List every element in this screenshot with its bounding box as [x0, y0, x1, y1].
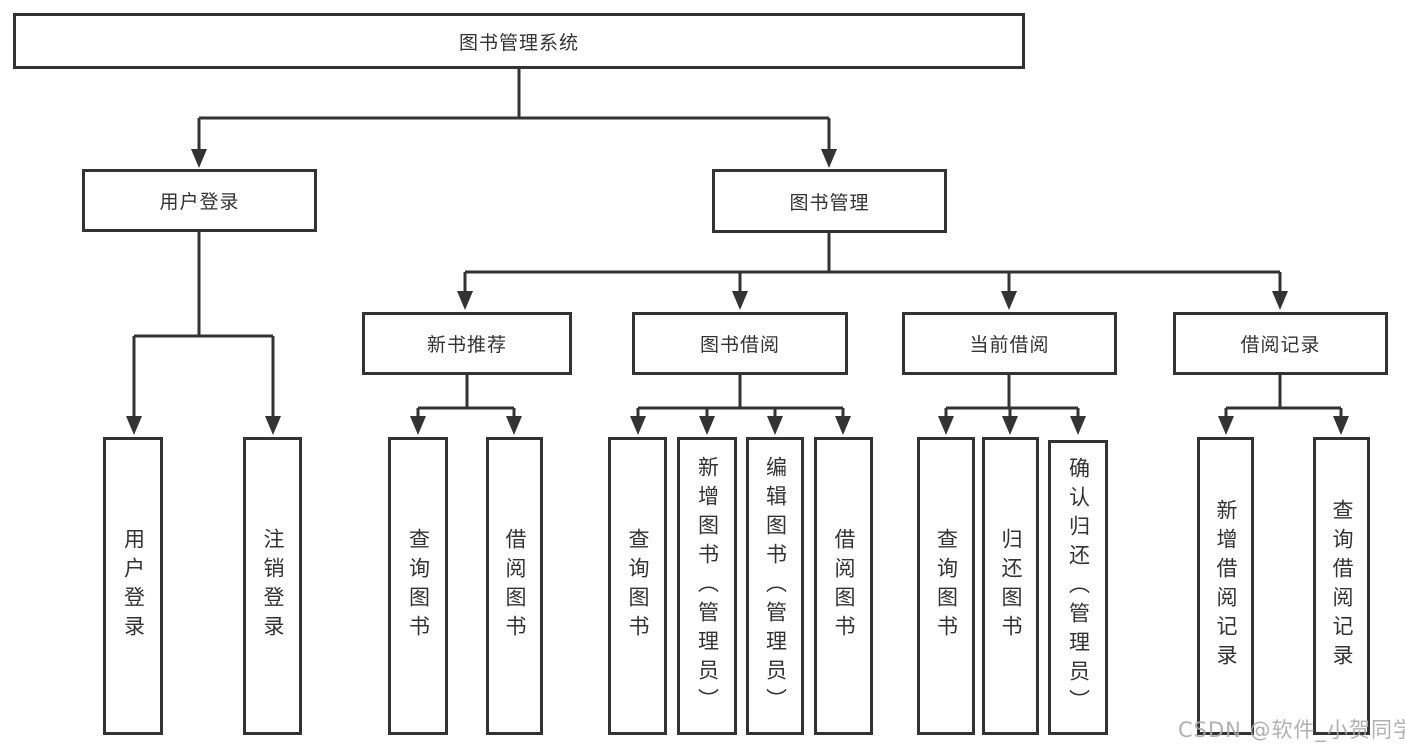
node-borrow-records-label: 借阅记录	[1240, 334, 1321, 356]
node-user-login-label: 用户登录	[159, 191, 240, 213]
node-new-book-recommend-label: 新书推荐	[426, 334, 507, 356]
arrow-down-icon	[1218, 416, 1234, 435]
leaf-nb-query-books-label: 查询图书	[406, 528, 431, 644]
node-book-borrow: 图书借阅	[632, 312, 848, 375]
leaf-cb-return-books-label: 归还图书	[999, 528, 1023, 644]
leaf-cb-query-books-label: 查询图书	[934, 528, 959, 644]
leaf-nb-borrow-books-label: 借阅图书	[503, 528, 527, 644]
leaf-nb-borrow-books: 借阅图书	[486, 437, 543, 735]
node-book-borrow-label: 图书借阅	[699, 334, 780, 356]
leaf-cb-return-books: 归还图书	[982, 437, 1039, 735]
arrow-down-icon	[1333, 416, 1349, 435]
leaf-cb-confirm-return-admin-label: 确认归还（管理员）	[1066, 457, 1091, 718]
arrow-down-icon	[938, 416, 954, 435]
leaf-bb-query-books: 查询图书	[608, 437, 667, 735]
arrow-down-icon	[1002, 416, 1018, 435]
leaf-bb-add-books-admin-label: 新增图书（管理员）	[695, 455, 720, 717]
arrow-down-icon	[265, 416, 281, 435]
leaf-bb-edit-books-admin: 编辑图书（管理员）	[746, 437, 804, 735]
leaf-bb-borrow-books-label: 借阅图书	[832, 528, 856, 644]
arrow-down-icon	[767, 416, 783, 435]
leaf-bb-borrow-books: 借阅图书	[814, 437, 873, 735]
leaf-br-query-record-label: 查询借阅记录	[1330, 499, 1354, 673]
leaf-br-add-record: 新增借阅记录	[1197, 437, 1254, 735]
arrow-down-icon	[126, 416, 142, 435]
leaf-bb-edit-books-admin-label: 编辑图书（管理员）	[763, 455, 788, 717]
arrow-down-icon	[732, 291, 748, 310]
csdn-watermark: CSDN @软件_小贺同学	[1178, 718, 1405, 742]
node-user-login: 用户登录	[82, 169, 317, 232]
node-root: 图书管理系统	[13, 13, 1025, 69]
node-borrow-records: 借阅记录	[1173, 312, 1388, 375]
node-new-book-recommend: 新书推荐	[362, 312, 572, 375]
leaf-user-login: 用户登录	[103, 437, 163, 735]
arrow-down-icon	[1272, 291, 1288, 310]
leaf-logout: 注销登录	[243, 437, 302, 735]
arrow-down-icon	[1001, 291, 1017, 310]
leaf-cb-query-books: 查询图书	[917, 437, 975, 735]
leaf-logout-label: 注销登录	[261, 528, 285, 644]
leaf-nb-query-books: 查询图书	[388, 437, 448, 735]
node-current-borrow: 当前借阅	[902, 312, 1117, 375]
leaf-br-query-record: 查询借阅记录	[1313, 437, 1370, 735]
arrow-down-icon	[630, 416, 646, 435]
node-root-label: 图书管理系统	[458, 31, 579, 54]
leaf-bb-query-books-label: 查询图书	[626, 528, 650, 644]
tree-edges	[132, 69, 1343, 420]
arrow-down-icon	[506, 416, 522, 435]
arrow-down-icon	[410, 416, 426, 435]
leaf-user-login-label: 用户登录	[121, 528, 146, 644]
arrow-down-icon	[1070, 416, 1086, 435]
arrow-down-icon	[835, 416, 851, 435]
arrowhead-icons	[126, 149, 1349, 435]
node-book-management-label: 图书管理	[789, 191, 870, 214]
node-current-borrow-label: 当前借阅	[969, 334, 1050, 356]
node-book-management: 图书管理	[712, 169, 947, 233]
arrow-down-icon	[699, 416, 715, 435]
arrow-down-icon	[457, 291, 473, 310]
leaf-br-add-record-label: 新增借阅记录	[1214, 499, 1238, 673]
arrow-down-icon	[821, 149, 837, 168]
leaf-cb-confirm-return-admin: 确认归还（管理员）	[1048, 440, 1108, 735]
leaf-bb-add-books-admin: 新增图书（管理员）	[677, 437, 737, 735]
arrow-down-icon	[191, 149, 207, 168]
